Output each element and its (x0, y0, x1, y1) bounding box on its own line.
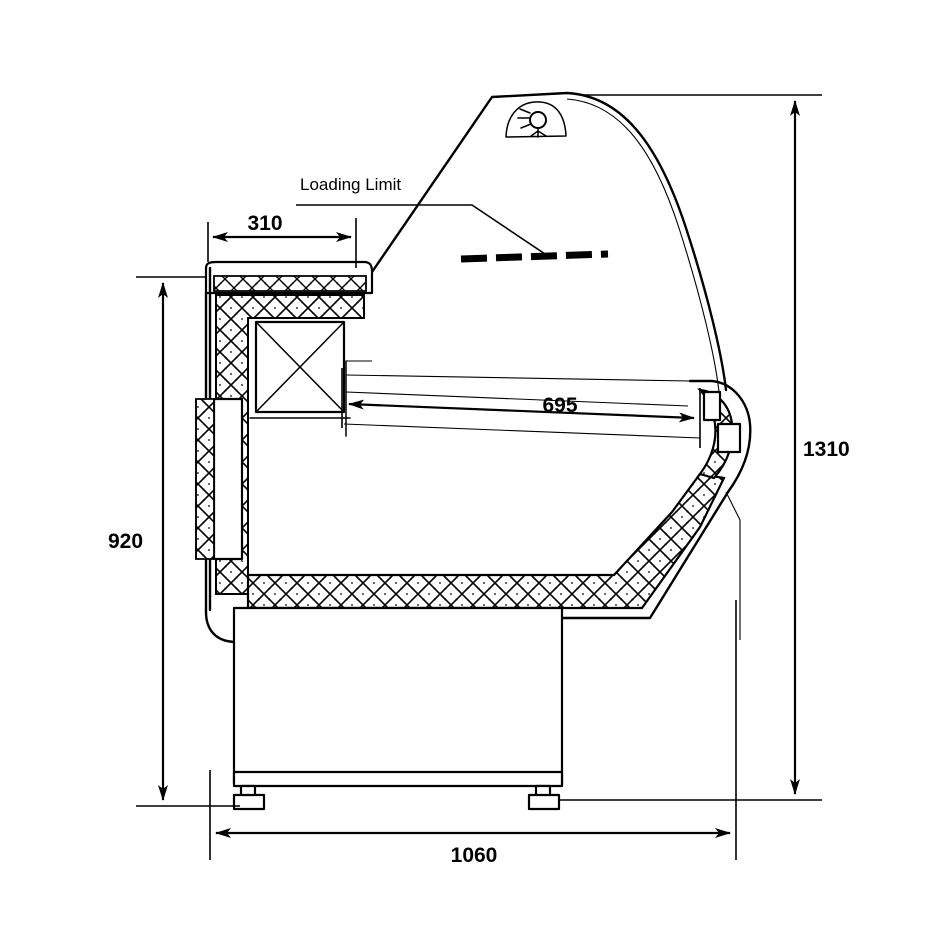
base-cabinet (232, 606, 564, 788)
kerb-rail-slot (716, 422, 742, 454)
lamp-icon (505, 101, 567, 138)
loading-limit-marker (460, 250, 609, 263)
left-lower-skirt (204, 610, 236, 644)
rear-air-duct (195, 397, 244, 561)
rear-insulated-panel (215, 294, 365, 595)
dimension-310-value: 310 (247, 212, 282, 235)
dimension-1060: 1060 (209, 600, 737, 867)
dimension-695-value: 695 (542, 394, 577, 417)
dimension-1060-value: 1060 (451, 844, 498, 867)
dimension-920-value: 920 (108, 530, 143, 553)
evaporator-coil-box (249, 320, 351, 419)
evaporator-cross (255, 321, 345, 413)
dimension-1310: 1310 (560, 94, 850, 801)
foot-left (232, 784, 266, 811)
dimension-1310-value: 1310 (803, 438, 850, 461)
dimension-920: 920 (108, 276, 240, 807)
front-outer-skin (560, 379, 752, 640)
rear-duct-slot (212, 397, 244, 561)
loading-limit-label: Loading Limit (300, 175, 401, 194)
adjustable-feet (232, 784, 561, 811)
loading-limit-leader (296, 204, 552, 259)
kerb-upper-slot (702, 390, 722, 422)
curved-glass-canopy (370, 91, 728, 393)
front-rounded-insulated-kerb (697, 388, 742, 480)
base-cabinet-body (232, 606, 564, 785)
foot-right (527, 784, 561, 811)
dimension-310: 310 (207, 212, 357, 268)
insulated-top-deck (204, 260, 374, 295)
dimension-695: 695 (341, 368, 701, 448)
base-cabinet-plinth (232, 770, 564, 788)
